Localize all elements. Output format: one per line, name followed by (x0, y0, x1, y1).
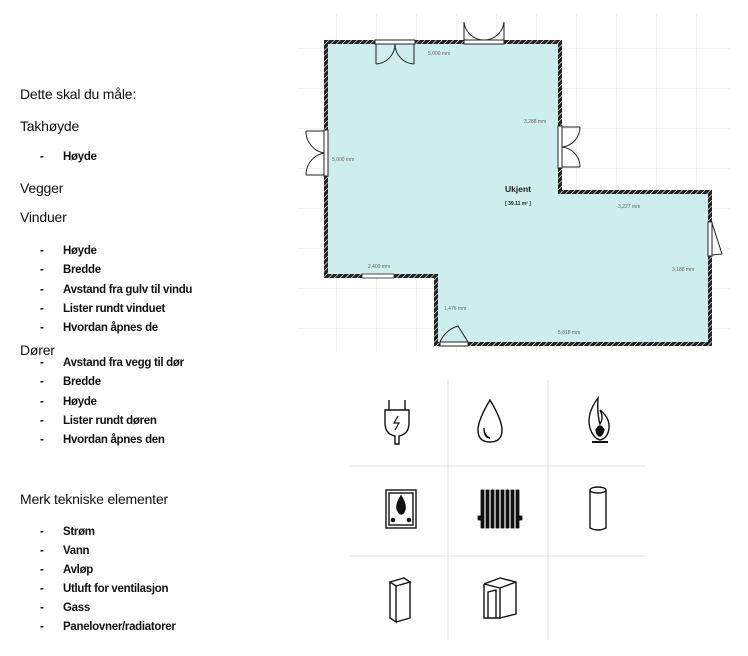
dimension-label: 3,188 mm (672, 267, 694, 273)
column-box-icon (388, 577, 412, 624)
dimension-label: 5,000 mm (332, 157, 354, 163)
section-title-walls: Vegger (20, 180, 64, 196)
icon-grid-drawing (350, 380, 646, 640)
dimension-label: 5,818 mm (558, 330, 580, 336)
window-top (463, 21, 505, 45)
ventilation-pipe-icon (589, 486, 607, 531)
room-name: Ukjent (505, 184, 531, 194)
gas-flame-icon (588, 395, 610, 443)
dimension-label: 1,476 mm (444, 306, 466, 312)
list-item: -Avstand fra gulv til vindu (40, 284, 193, 296)
window-left (305, 129, 329, 177)
section-title-windows: Vinduer (20, 209, 67, 225)
list-item: -Høyde (40, 151, 97, 163)
door-right (707, 221, 723, 257)
list-item: -Høyde (40, 245, 97, 257)
section-title-ceiling-height: Takhøyde (20, 118, 80, 134)
checklist-intro: Dette skal du måle: (20, 86, 137, 102)
list-item: -Strøm (40, 526, 95, 538)
water-drop-icon (477, 398, 503, 443)
floor-plan: 5,000 mm 5,000 mm 3,288 mm 3,227 mm 3,18… (298, 14, 730, 352)
room-floor (326, 42, 710, 344)
list-item: -Lister rundt vinduet (40, 303, 165, 315)
list-item: -Avstand fra vegg til dør (40, 357, 184, 369)
power-outlet-icon (384, 400, 410, 445)
door-bottom (439, 325, 469, 347)
list-item: -Gass (40, 602, 90, 614)
list-item: -Bredde (40, 264, 101, 276)
section-title-technical: Merk tekniske elementer (20, 491, 168, 507)
list-item: -Avløp (40, 564, 94, 576)
room-area: [ 39.11 m² ] (505, 201, 531, 207)
list-item: -Hvordan åpnes de (40, 322, 158, 334)
list-item: -Vann (40, 545, 90, 557)
section-title-doors: Dører (20, 342, 55, 358)
floor-plan-drawing: 5,000 mm 5,000 mm 3,288 mm 3,227 mm 3,18… (298, 14, 730, 352)
dimension-label: 5,000 mm (428, 51, 450, 57)
dimension-label: 3,227 mm (618, 204, 640, 210)
dimension-label: 2,409 mm (368, 264, 390, 270)
chimney-icon (483, 577, 517, 619)
window-inner (557, 125, 581, 169)
list-item: -Panelovner/radiatorer (40, 621, 176, 633)
list-item: -Lister rundt døren (40, 415, 157, 427)
window-lower-left (361, 273, 395, 279)
radiator-icon (477, 489, 523, 529)
fireplace-icon (385, 489, 417, 529)
icon-grid-lines (350, 380, 646, 640)
door-top (374, 39, 416, 65)
dimension-label: 3,288 mm (524, 119, 546, 125)
list-item: -Bredde (40, 376, 101, 388)
technical-icons-grid (350, 378, 650, 646)
list-item: -Utluft for ventilasjon (40, 583, 169, 595)
list-item: -Hvordan åpnes den (40, 434, 165, 446)
list-item: -Høyde (40, 396, 97, 408)
